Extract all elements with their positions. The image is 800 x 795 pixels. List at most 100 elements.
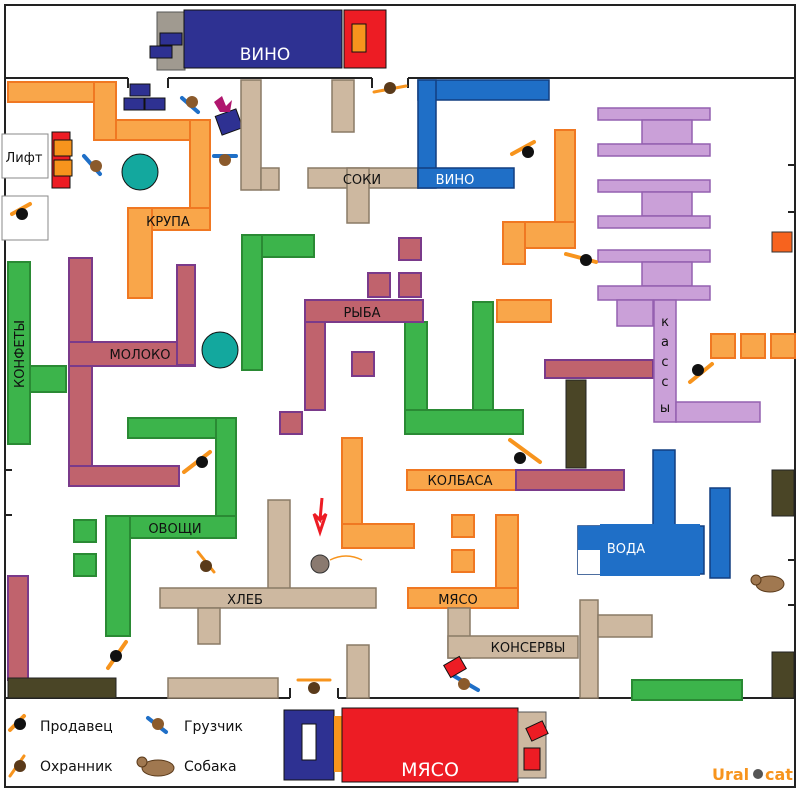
shelf xyxy=(451,514,475,538)
shelf xyxy=(472,301,494,411)
guard-icon xyxy=(196,550,216,574)
checkout-lane xyxy=(597,215,711,229)
konfety-label: КОНФЕТЫ xyxy=(13,320,28,388)
shelf xyxy=(710,333,736,359)
shelf xyxy=(447,635,579,659)
truck-trailer xyxy=(341,707,519,783)
shelf xyxy=(652,449,676,527)
shelf xyxy=(7,261,31,445)
meat-truck-label: МЯСО xyxy=(401,759,459,781)
crate xyxy=(149,45,173,59)
seller-icon xyxy=(510,140,536,158)
kassy-letter: ы xyxy=(660,401,670,416)
checkout-desk xyxy=(616,299,654,327)
shelf xyxy=(451,549,475,573)
konservy-label: КОНСЕРВЫ xyxy=(491,641,566,656)
shelf xyxy=(346,644,370,699)
shelf xyxy=(73,553,97,577)
cart-box xyxy=(53,159,73,177)
shelf xyxy=(404,409,524,435)
shelf xyxy=(771,231,793,253)
wine-truck-label: ВИНО xyxy=(240,45,291,65)
loader-icon xyxy=(212,154,238,166)
shelf xyxy=(565,379,587,469)
loader-icon xyxy=(452,674,480,692)
lift: Лифт xyxy=(1,131,73,241)
green-shelves xyxy=(7,234,743,701)
hleb-label: ХЛЕБ xyxy=(227,593,263,608)
seller-icon xyxy=(106,640,128,670)
crate xyxy=(129,83,151,97)
round-table xyxy=(201,331,239,369)
orange-shelves xyxy=(7,81,796,609)
dog-icon xyxy=(136,756,175,777)
shelf xyxy=(597,614,653,638)
crate xyxy=(144,97,166,111)
sellers xyxy=(10,140,714,670)
guard-icon xyxy=(296,678,332,694)
checkout-lane xyxy=(597,143,711,157)
checkout-lane xyxy=(597,107,711,121)
shelf xyxy=(631,679,743,701)
shelf xyxy=(267,499,291,591)
legend-seller-label: Продавец xyxy=(40,719,113,735)
seller-icon xyxy=(508,438,542,464)
truck-hitch xyxy=(334,716,342,772)
seller-icon xyxy=(182,450,212,474)
shelf xyxy=(159,587,377,609)
voda-label: ВОДА xyxy=(607,542,645,557)
loaders xyxy=(82,96,480,692)
arrow-down-icon xyxy=(312,497,328,537)
loader-icon xyxy=(82,154,102,176)
gap xyxy=(578,550,600,574)
shelf xyxy=(709,487,731,579)
shelf xyxy=(279,411,303,435)
shelf xyxy=(544,359,654,379)
shelf xyxy=(115,119,191,141)
shelf xyxy=(398,237,422,261)
seller-icon xyxy=(688,362,714,384)
shelf xyxy=(771,651,795,699)
shelf xyxy=(261,234,315,258)
cart-box xyxy=(53,139,73,157)
soki-label: СОКИ xyxy=(343,173,381,188)
shelf xyxy=(600,524,700,576)
guard-icon xyxy=(8,754,26,778)
truck-window xyxy=(351,23,367,53)
shelf xyxy=(367,272,391,298)
shelf xyxy=(7,677,117,699)
seller-icon xyxy=(564,252,598,266)
crate xyxy=(214,108,244,136)
dog-icon xyxy=(750,574,785,593)
krupa-label: КРУПА xyxy=(146,215,190,230)
shelf xyxy=(771,469,795,517)
outer-wall xyxy=(4,4,796,788)
shelf xyxy=(241,234,263,371)
shelf xyxy=(176,264,196,366)
checkout-lane xyxy=(653,299,677,423)
lift-label: Лифт xyxy=(6,151,43,166)
shelf xyxy=(417,79,550,101)
shelf xyxy=(502,221,526,265)
guards xyxy=(196,82,408,694)
round-table xyxy=(121,153,159,191)
shelf xyxy=(167,677,279,699)
cat-icon xyxy=(310,554,363,574)
crate xyxy=(159,32,183,46)
loader-icon xyxy=(180,96,200,114)
shelf xyxy=(515,469,625,491)
kassy-letter: а xyxy=(661,335,669,350)
cat-logo-icon xyxy=(753,769,763,779)
shelf xyxy=(496,299,552,323)
shelf xyxy=(740,333,766,359)
shelf xyxy=(105,515,131,637)
lift-box xyxy=(1,133,49,179)
checkout-desk xyxy=(641,191,693,217)
cart xyxy=(443,655,467,679)
shelf xyxy=(127,207,153,299)
crate xyxy=(123,97,145,111)
kassy-letter: к xyxy=(661,315,669,330)
shelf xyxy=(331,79,355,133)
shelf xyxy=(7,575,29,681)
